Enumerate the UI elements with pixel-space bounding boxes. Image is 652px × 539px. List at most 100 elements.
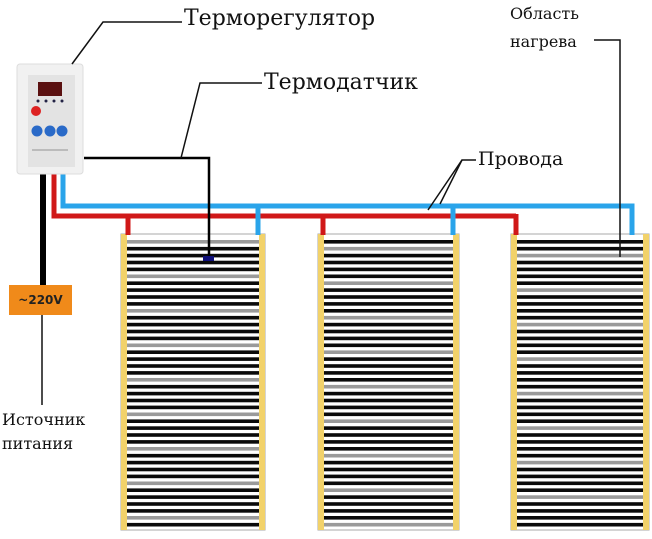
- heating-strip: [517, 488, 643, 492]
- thermostat-device: [16, 63, 84, 175]
- heating-strip: [517, 447, 643, 451]
- heating-strip: [517, 274, 643, 279]
- heating-strip: [127, 440, 259, 444]
- heating-strip: [517, 481, 643, 486]
- voltage-label: ~220V: [18, 293, 63, 307]
- heating-strip: [127, 398, 259, 403]
- heating-strip: [324, 460, 453, 465]
- heating-strip: [517, 336, 643, 341]
- heating-film-panel: [510, 233, 650, 531]
- heating-strip: [517, 343, 643, 348]
- heating-strip: [517, 495, 643, 499]
- heating-strip: [517, 440, 643, 444]
- heating-strip: [127, 253, 259, 258]
- heating-panels: [120, 233, 650, 531]
- heating-strip: [127, 371, 259, 375]
- heating-strip: [324, 447, 453, 451]
- heating-strip: [324, 329, 453, 334]
- heating-strip: [127, 467, 259, 472]
- heating-strip: [127, 453, 259, 458]
- heating-strip: [127, 246, 259, 251]
- wires-leader-line: [427, 159, 476, 211]
- heating-strip: [324, 453, 453, 458]
- heating-strip: [127, 419, 259, 423]
- heating-strip: [324, 371, 453, 375]
- heating-strip: [127, 315, 259, 320]
- heating-strip: [517, 460, 643, 465]
- film-edge-strip: [121, 234, 127, 530]
- heating-strip: [517, 260, 643, 265]
- heating-strip: [517, 322, 643, 327]
- heating-strip: [127, 281, 259, 285]
- power-button-icon: [31, 106, 41, 116]
- heating-strip: [127, 502, 259, 506]
- heating-strip: [127, 488, 259, 492]
- heating-strip: [517, 329, 643, 334]
- heating-strip: [324, 440, 453, 444]
- heating-strip: [127, 405, 259, 410]
- heating-strip: [517, 398, 643, 403]
- heating-strip: [324, 322, 453, 327]
- heating-strip: [127, 364, 259, 368]
- heating-strip: [324, 315, 453, 320]
- heating-strip: [517, 350, 643, 354]
- heating-strip: [127, 495, 259, 499]
- heating-strip: [517, 364, 643, 368]
- heating-strip: [127, 391, 259, 396]
- heating-strip: [517, 295, 643, 299]
- heating-strip: [324, 467, 453, 472]
- heating-strip: [517, 426, 643, 430]
- heating-strip: [324, 336, 453, 341]
- heating-strip: [127, 302, 259, 306]
- heating-strip: [324, 240, 453, 244]
- film-edge-strip: [511, 234, 517, 530]
- heating-strip: [324, 495, 453, 499]
- heating-strip: [324, 274, 453, 279]
- heating-strip: [127, 267, 259, 272]
- heat-area-leader-line: [594, 39, 621, 257]
- heating-strip: [324, 267, 453, 272]
- heating-strip: [517, 405, 643, 410]
- heating-film-panel: [120, 233, 266, 531]
- heating-strip: [517, 474, 643, 479]
- heating-strip: [324, 357, 453, 361]
- heating-strip: [127, 426, 259, 430]
- heating-strip: [127, 384, 259, 389]
- voltage-box: [9, 285, 72, 315]
- heating-strip: [127, 343, 259, 348]
- sensor-wire: [84, 156, 211, 258]
- heating-strip: [127, 378, 259, 382]
- heating-strip: [517, 240, 643, 244]
- heating-strip: [127, 350, 259, 354]
- heating-strip: [127, 295, 259, 299]
- heating-strip: [324, 474, 453, 479]
- heating-strip: [324, 419, 453, 423]
- heating-strip: [517, 246, 643, 251]
- heating-strip: [127, 288, 259, 292]
- heating-strip: [324, 309, 453, 313]
- heating-strip: [517, 281, 643, 285]
- heating-strip: [517, 391, 643, 396]
- heating-strip: [324, 384, 453, 389]
- heating-strip: [127, 433, 259, 437]
- heating-strip: [127, 336, 259, 341]
- heating-strip: [324, 481, 453, 486]
- heating-strip: [127, 322, 259, 327]
- heating-strip: [127, 522, 259, 527]
- heating-strip: [324, 295, 453, 299]
- sensor-label: Термодатчик: [264, 70, 418, 95]
- heating-strip: [127, 357, 259, 361]
- heating-strip: [324, 391, 453, 396]
- heating-strip: [127, 474, 259, 479]
- power-source-label-1: Источник: [2, 410, 86, 429]
- heating-strip: [127, 260, 259, 265]
- heating-strip: [324, 522, 453, 527]
- heat-area-label-2: нагрева: [510, 32, 577, 51]
- heating-strip: [517, 502, 643, 506]
- heating-strip: [324, 502, 453, 506]
- film-edge-strip: [643, 234, 649, 530]
- heating-strip: [324, 253, 453, 258]
- blue-wire: [60, 172, 635, 235]
